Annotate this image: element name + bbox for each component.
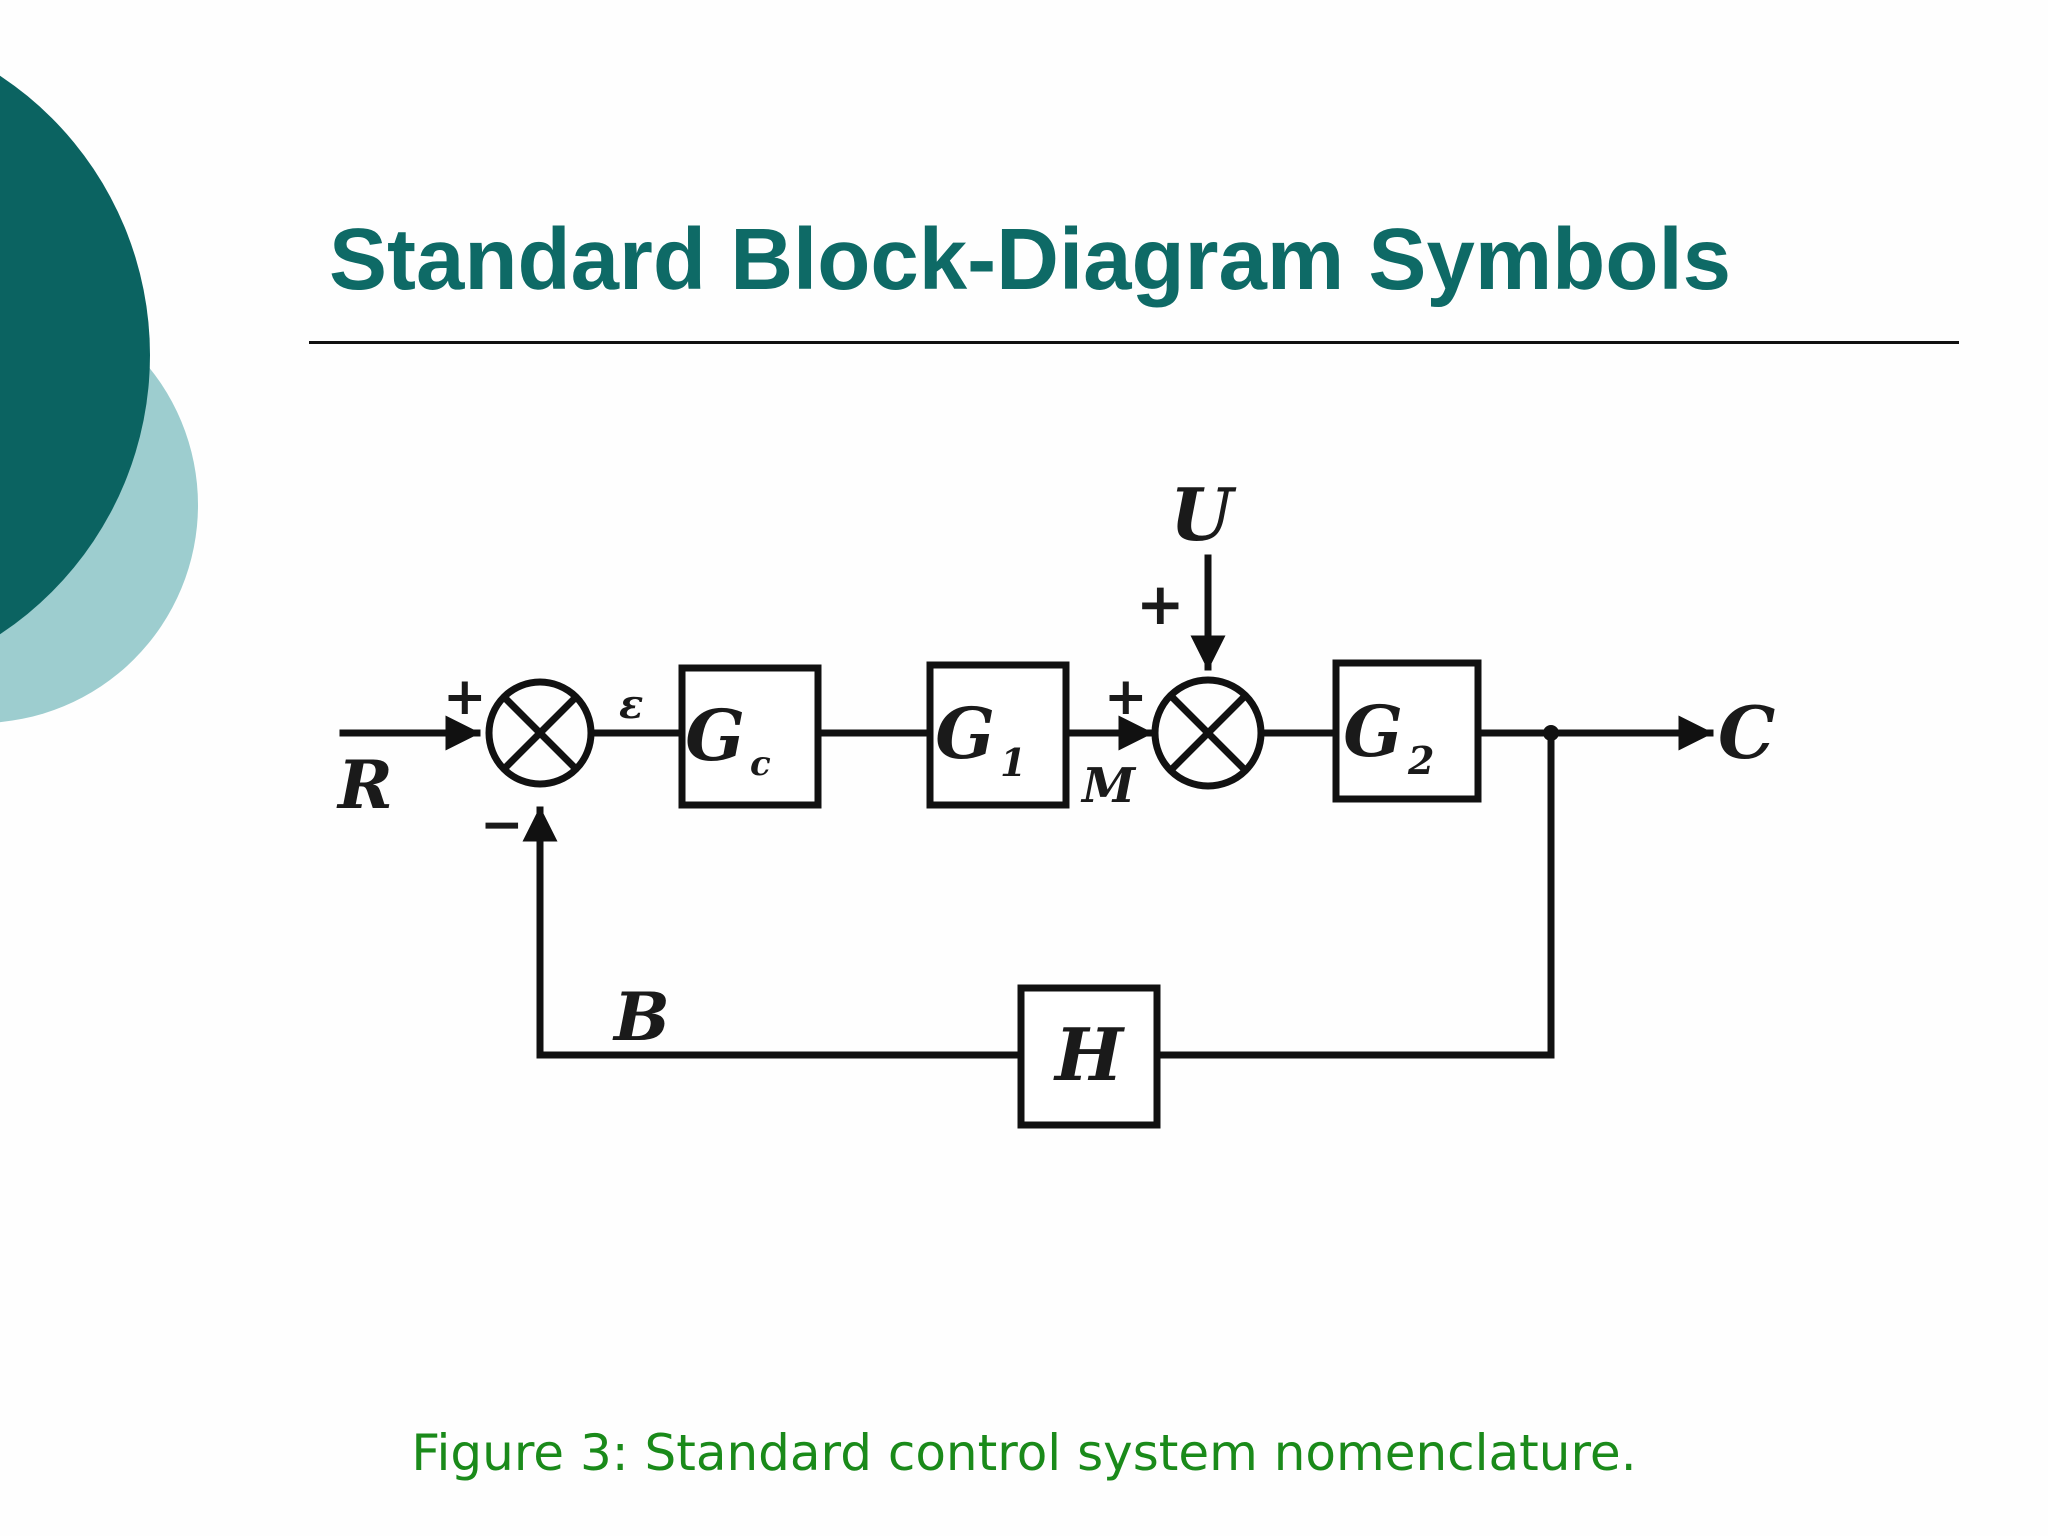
block-h xyxy=(1017,984,1161,1129)
sign-sj2-top-plus: + xyxy=(1136,570,1185,638)
sign-sj1-plus: + xyxy=(443,667,487,727)
block-g1-label: G xyxy=(935,692,995,775)
block-g2-subscript: 2 xyxy=(1407,738,1434,783)
signal-label-b: B xyxy=(612,978,670,1056)
decorative-circles xyxy=(0,75,198,723)
block-g1 xyxy=(926,661,1070,809)
slide-title: Standard Block-Diagram Symbols xyxy=(329,211,1732,308)
block-gc xyxy=(678,664,822,809)
signal-label-u: U xyxy=(1170,472,1237,557)
sign-sj2-left-plus: + xyxy=(1104,667,1148,727)
takeoff-point xyxy=(1543,725,1559,741)
block-g1-subscript: 1 xyxy=(1000,740,1026,785)
block-g2 xyxy=(1332,659,1482,803)
title-divider xyxy=(309,341,1959,344)
signal-label-c: C xyxy=(1718,690,1775,775)
signal-label-r: R xyxy=(336,746,393,824)
signal-label-error: ε xyxy=(619,681,643,728)
summing-junction-2 xyxy=(1151,676,1265,790)
block-h-label: H xyxy=(1053,1012,1125,1097)
block-gc-subscript: c xyxy=(750,744,771,784)
feedback-path-left xyxy=(522,806,1025,1059)
decor-circle-dark xyxy=(0,75,150,635)
summing-junction-1 xyxy=(485,678,595,788)
feedback-path-right xyxy=(1153,729,1555,1059)
block-g2-label: G xyxy=(1343,690,1403,773)
figure-caption: Figure 3: Standard control system nomenc… xyxy=(411,1424,1637,1482)
block-gc-label: G xyxy=(685,694,745,777)
sign-sj1-minus: − xyxy=(480,795,524,855)
signal-label-m: M xyxy=(1080,758,1137,814)
